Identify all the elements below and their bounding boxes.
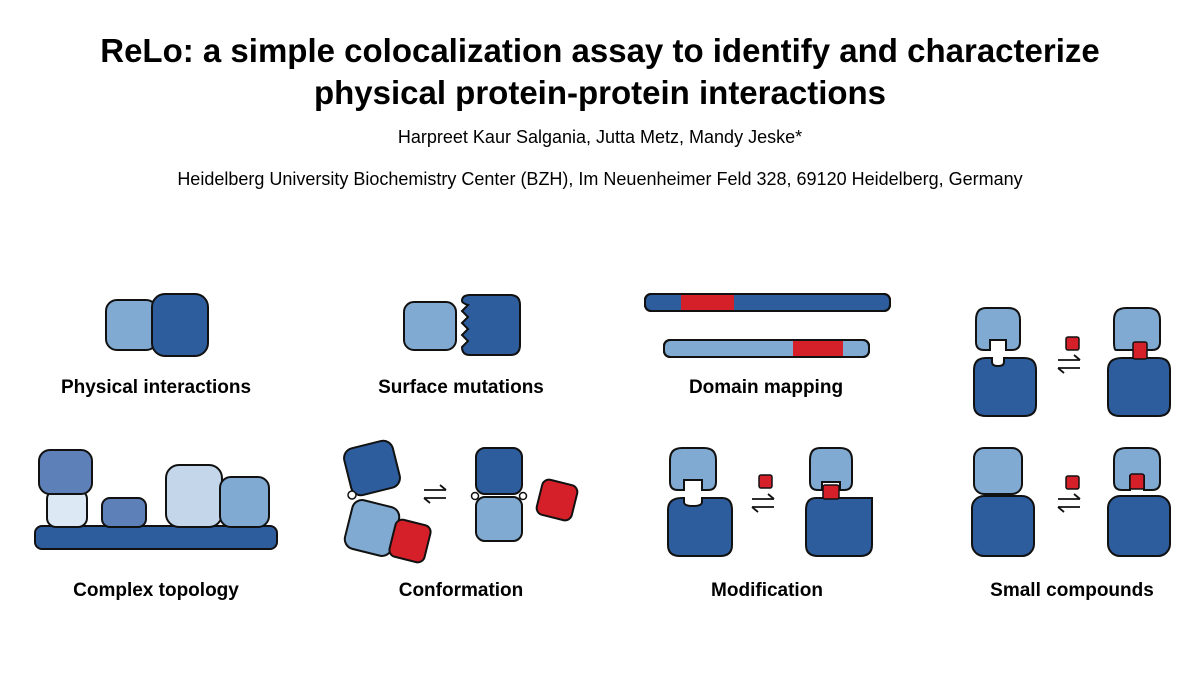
panel-domain-mapping <box>644 293 891 358</box>
panel-complex-topology <box>34 449 278 550</box>
label-small-compounds: Small compounds <box>990 580 1154 601</box>
label-modification: Modification <box>711 580 823 601</box>
authors: Harpreet Kaur Salgania, Jutta Metz, Mand… <box>397 127 803 147</box>
label-domain-mapping: Domain mapping <box>688 377 844 398</box>
poster-title: ReLo: a simple colocalization assay to i… <box>0 30 1200 114</box>
panel-small-compounds-top <box>973 307 1171 417</box>
label-conformation: Conformation <box>398 580 524 601</box>
label-complex-topology: Complex topology <box>73 580 239 601</box>
equilibrium-arrows-icon <box>1057 493 1081 513</box>
label-physical-interactions: Physical interactions <box>60 377 252 398</box>
title-line-1: ReLo: a simple colocalization assay to i… <box>100 32 1100 69</box>
label-surface-mutations: Surface mutations <box>378 377 544 398</box>
panel-conformation <box>343 439 579 564</box>
panel-surface-mutations <box>403 294 521 356</box>
equilibrium-arrows-icon <box>751 493 775 513</box>
panel-physical-interactions <box>105 293 209 357</box>
equilibrium-arrows-icon <box>423 484 447 504</box>
panel-modification <box>667 447 873 557</box>
affiliation: Heidelberg University Biochemistry Cente… <box>177 169 1023 189</box>
equilibrium-arrows-icon <box>1057 354 1081 374</box>
title-line-2: physical protein-protein interactions <box>313 74 887 111</box>
panel-small-compounds-bottom <box>971 447 1171 557</box>
